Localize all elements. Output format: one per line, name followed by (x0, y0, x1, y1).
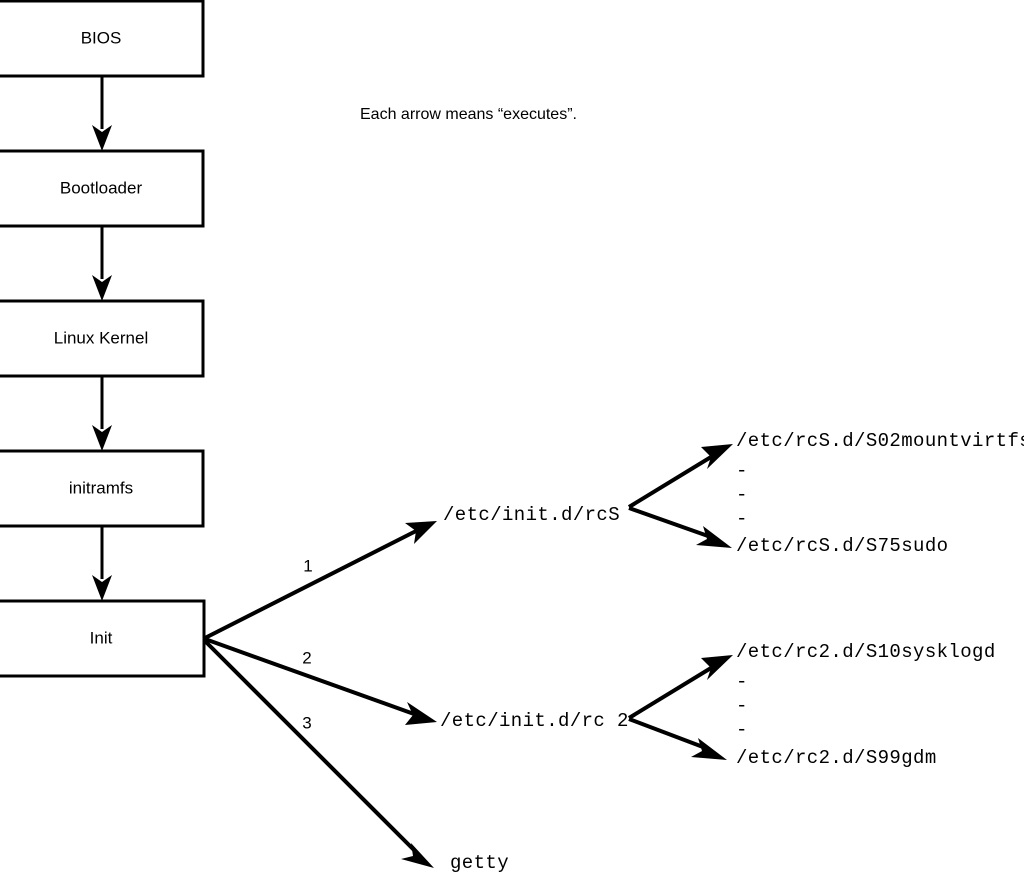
connector-bios-to-bootloader (92, 76, 112, 151)
arrowhead-icon (405, 702, 437, 725)
chain-connectors (92, 76, 112, 601)
node-bios[interactable]: BIOS (0, 0, 205, 78)
arrowhead-icon (405, 521, 437, 544)
rc2-ellipsis-2: - (736, 695, 747, 717)
rcs-arrow-first (627, 444, 733, 509)
fanout-line (628, 506, 709, 538)
rcs-ellipsis-3: - (736, 508, 747, 530)
connector-kernel-to-initramfs (92, 376, 112, 451)
node-linux-kernel[interactable]: Linux Kernel (0, 299, 205, 378)
arrowhead-icon (701, 655, 733, 680)
fanout-line (627, 455, 713, 509)
node-initramfs-rect[interactable] (0, 449, 205, 528)
arrowhead-icon (92, 275, 112, 301)
fanout-line (628, 717, 704, 749)
init-branch-2-number: 2 (302, 648, 311, 667)
rcs-fanout-arrows (627, 444, 733, 548)
init-branch-3-number: 3 (302, 713, 311, 732)
init-branch-3-arrow (203, 639, 434, 868)
rc2-arrow-last (628, 717, 727, 760)
rcs-ellipsis-2: - (736, 484, 747, 506)
target-label-getty[interactable]: getty (450, 852, 509, 874)
rc2-script-first[interactable]: /etc/rc2.d/S10sysklogd (736, 641, 996, 663)
init-branch-1-number: 1 (303, 556, 312, 575)
arrowhead-icon (92, 425, 112, 451)
rcs-arrow-last (628, 506, 732, 548)
rc2-ellipsis-1: - (736, 671, 747, 693)
init-branch-1-arrow (204, 521, 437, 640)
rc2-fanout-arrows (627, 655, 733, 760)
init-branch-2-arrow (204, 637, 437, 725)
node-bootloader-label: Bootloader (60, 178, 143, 197)
node-initramfs[interactable]: initramfs (0, 449, 205, 528)
node-initramfs-label: initramfs (69, 478, 133, 497)
branch-line (204, 637, 415, 716)
rc2-ellipsis-3: - (736, 719, 747, 741)
rcs-ellipsis-1: - (736, 460, 747, 482)
arrowhead-icon (92, 575, 112, 601)
node-bios-rect[interactable] (0, 0, 205, 78)
node-bootloader-rect[interactable] (0, 149, 205, 228)
branch-line (204, 528, 419, 640)
fanout-line (627, 666, 713, 720)
node-linux-kernel-label: Linux Kernel (54, 328, 149, 347)
branch-line (203, 639, 416, 852)
node-linux-kernel-rect[interactable] (0, 299, 205, 378)
node-init-label: Init (90, 628, 113, 647)
rc2-script-last[interactable]: /etc/rc2.d/S99gdm (736, 747, 937, 769)
node-bios-label: BIOS (81, 28, 122, 47)
rcs-script-first[interactable]: /etc/rcS.d/S02mountvirtfs (736, 430, 1024, 452)
arrowhead-icon (701, 444, 733, 469)
arrowhead-icon (92, 125, 112, 151)
connector-initramfs-to-init (92, 526, 112, 601)
node-bootloader[interactable]: Bootloader (0, 149, 205, 228)
rc2-arrow-first (627, 655, 733, 720)
node-init-rect[interactable] (0, 599, 206, 678)
arrowhead-icon (691, 738, 727, 760)
init-branch-arrows (203, 521, 437, 868)
arrowhead-icon (401, 843, 434, 868)
connector-bootloader-to-kernel (92, 226, 112, 301)
arrowhead-icon (696, 526, 732, 548)
target-label-rc2[interactable]: /etc/init.d/rc 2 (440, 710, 629, 732)
node-init[interactable]: Init (0, 599, 206, 678)
target-label-rcS[interactable]: /etc/init.d/rcS (443, 504, 620, 526)
rcs-script-last[interactable]: /etc/rcS.d/S75sudo (736, 535, 948, 557)
legend-note: Each arrow means “executes”. (360, 106, 577, 123)
